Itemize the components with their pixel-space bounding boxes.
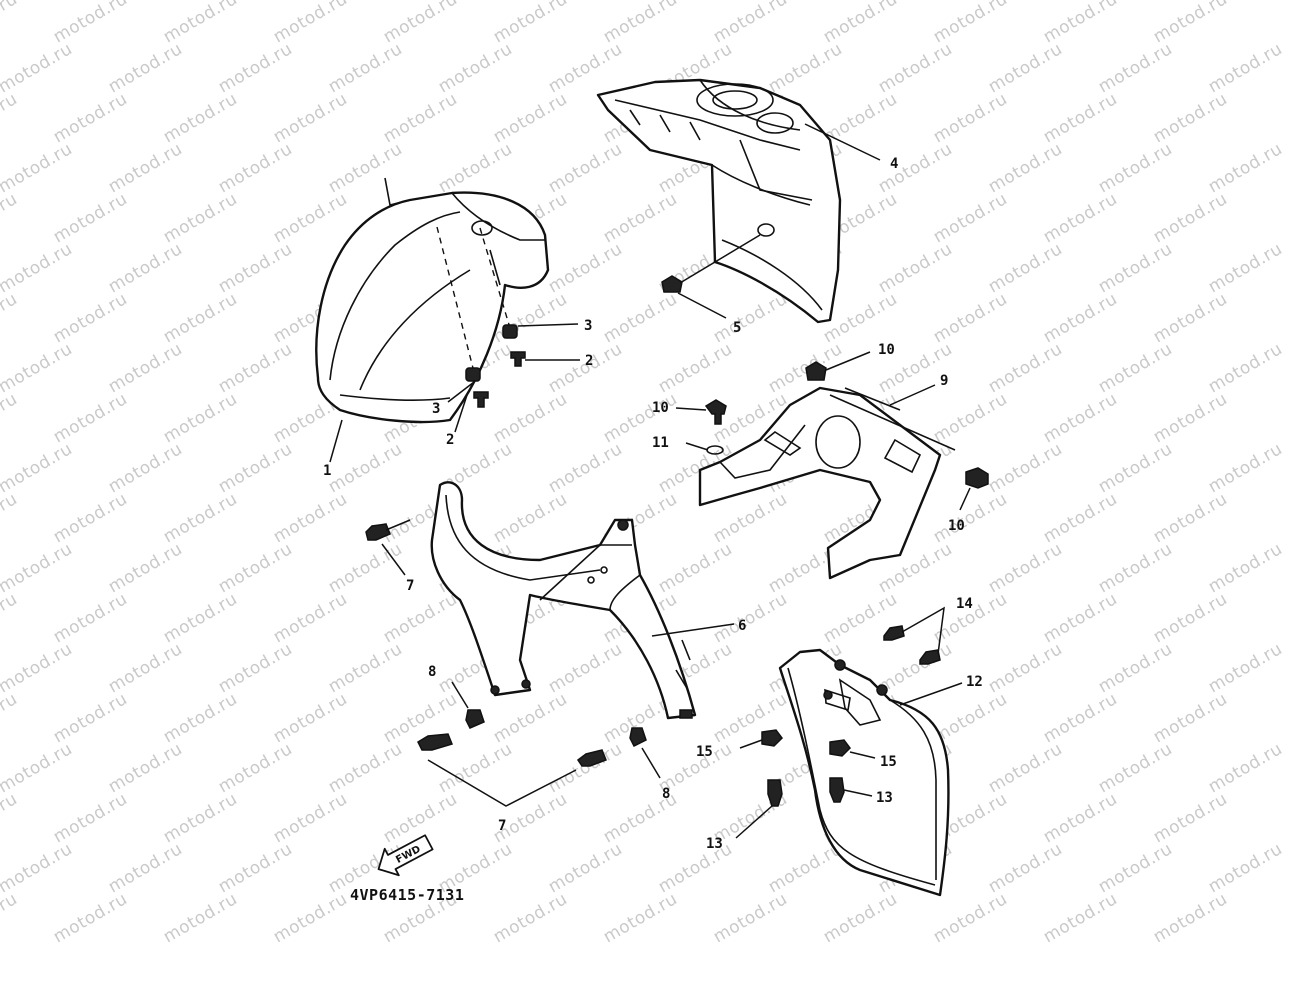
callout-8b: 8 [662, 786, 670, 802]
callout-15b: 15 [880, 754, 897, 770]
callout-3b: 3 [432, 401, 440, 417]
callout-13a: 13 [706, 836, 723, 852]
callout-9: 9 [940, 373, 948, 389]
part-5-bolt[interactable] [661, 234, 761, 319]
callout-2a: 2 [585, 353, 593, 369]
diagram-code: 4VP6415-7131 [350, 886, 464, 904]
part-7-8-shield-fasteners[interactable] [365, 519, 661, 807]
part-12-side-cover[interactable] [778, 648, 963, 897]
callout-2b: 2 [446, 432, 454, 448]
callout-7b: 7 [498, 818, 506, 834]
part-4-upper-cover[interactable] [596, 78, 881, 324]
part-9-inner-panel[interactable] [698, 384, 956, 580]
fwd-arrow-icon: FWD [377, 834, 434, 877]
callout-3a: 3 [584, 318, 592, 334]
callout-10b: 10 [652, 400, 669, 416]
callout-10a: 10 [878, 342, 895, 358]
callout-12: 12 [966, 674, 983, 690]
callout-10c: 10 [948, 518, 965, 534]
callout-7a: 7 [406, 578, 414, 594]
callout-1: 1 [323, 463, 331, 479]
callout-labels: 1 2 2 3 3 4 5 6 7 7 8 8 9 10 10 10 11 12… [323, 156, 983, 852]
callout-4: 4 [890, 156, 898, 172]
part-1-front-fender[interactable] [315, 177, 550, 424]
callout-14: 14 [956, 596, 973, 612]
callout-8a: 8 [428, 664, 436, 680]
callout-11: 11 [652, 435, 669, 451]
part-6-leg-shield[interactable] [430, 481, 735, 720]
part-10-11-panel-fasteners[interactable] [675, 351, 989, 511]
callout-6: 6 [738, 618, 746, 634]
callout-13b: 13 [876, 790, 893, 806]
callout-15a: 15 [696, 744, 713, 760]
part-13-14-15-cover-fasteners[interactable] [735, 606, 945, 839]
callout-5: 5 [733, 320, 741, 336]
part-2-3-fender-fasteners[interactable] [436, 226, 526, 408]
